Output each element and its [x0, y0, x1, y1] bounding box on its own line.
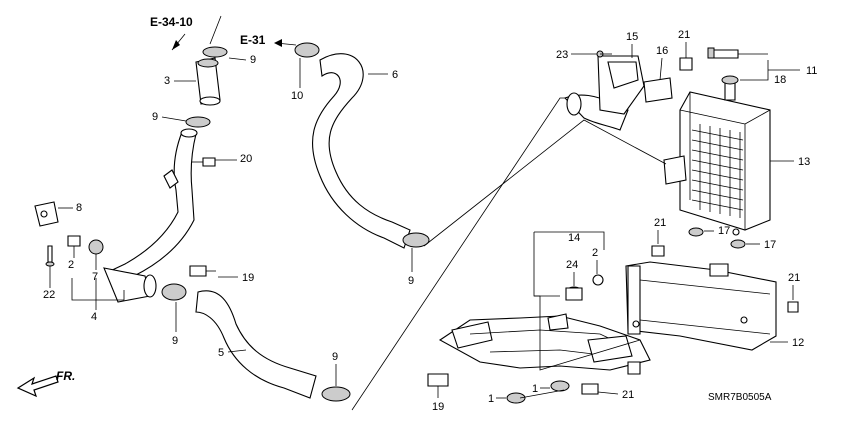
callout-9[interactable]: 9: [172, 335, 178, 347]
callout-5[interactable]: 5: [218, 347, 224, 359]
leader-14b: [534, 295, 641, 371]
callout-11[interactable]: 11: [806, 65, 817, 77]
arrow-icon: [274, 39, 282, 47]
intercooler-fins: [691, 124, 744, 218]
arrow-icon: [172, 40, 180, 50]
callout-15[interactable]: 15: [626, 31, 638, 43]
front-direction-indicator: FR.: [16, 369, 75, 398]
callout-labels: 9 3 9 20 8 2 7 22 4 10 6 19 9 5 9 9 23 1…: [43, 29, 817, 413]
leader-1: [519, 389, 565, 399]
callout-14[interactable]: 14: [568, 232, 580, 244]
callout-24[interactable]: 24: [566, 259, 578, 271]
intake-pipe-left: [34, 46, 228, 303]
callout-23[interactable]: 23: [556, 49, 568, 61]
intercooler: [564, 47, 771, 236]
callout-21[interactable]: 21: [678, 29, 690, 41]
callout-17[interactable]: 17: [718, 225, 730, 237]
callout-3[interactable]: 3: [164, 75, 170, 87]
callout-17[interactable]: 17: [764, 239, 776, 251]
callout-10[interactable]: 10: [291, 90, 303, 102]
callout-12[interactable]: 12: [792, 337, 804, 349]
air-hose-6: [294, 42, 430, 249]
callout-4[interactable]: 4: [91, 311, 97, 323]
callout-21[interactable]: 21: [788, 272, 800, 284]
leader-11: [738, 53, 800, 81]
callout-1[interactable]: 1: [532, 383, 538, 395]
callout-7[interactable]: 7: [92, 271, 98, 283]
diagram-code: SMR7B0505A: [708, 392, 772, 403]
callout-19[interactable]: 19: [432, 401, 444, 413]
ref-e-31[interactable]: E-31: [240, 33, 266, 47]
air-duct: [427, 274, 651, 404]
callout-21[interactable]: 21: [654, 217, 666, 229]
ref-e-34-10[interactable]: E-34-10: [150, 15, 193, 29]
mounting-bracket: [625, 227, 799, 375]
front-label: FR.: [56, 369, 75, 383]
callout-22[interactable]: 22: [43, 289, 55, 301]
callout-1[interactable]: 1: [488, 393, 494, 405]
callout-9[interactable]: 9: [250, 54, 256, 66]
leader-4: [71, 278, 125, 301]
callout-9-hose6[interactable]: 9: [408, 275, 414, 287]
callout-16[interactable]: 16: [656, 45, 668, 57]
callout-2[interactable]: 2: [592, 247, 598, 259]
front-arrow-icon: [16, 375, 59, 398]
callout-21[interactable]: 21: [622, 389, 634, 401]
callout-20[interactable]: 20: [240, 153, 252, 165]
callout-6[interactable]: 6: [392, 69, 398, 81]
callout-13[interactable]: 13: [798, 156, 810, 168]
callout-9[interactable]: 9: [332, 351, 338, 363]
air-hose-5: [161, 283, 351, 402]
callout-19[interactable]: 19: [242, 272, 254, 284]
callout-2[interactable]: 2: [68, 259, 74, 271]
connection-line: [351, 97, 565, 411]
callout-8[interactable]: 8: [76, 202, 82, 214]
callout-18[interactable]: 18: [774, 74, 786, 86]
callout-9[interactable]: 9: [152, 111, 158, 123]
connection-line: [423, 119, 667, 247]
